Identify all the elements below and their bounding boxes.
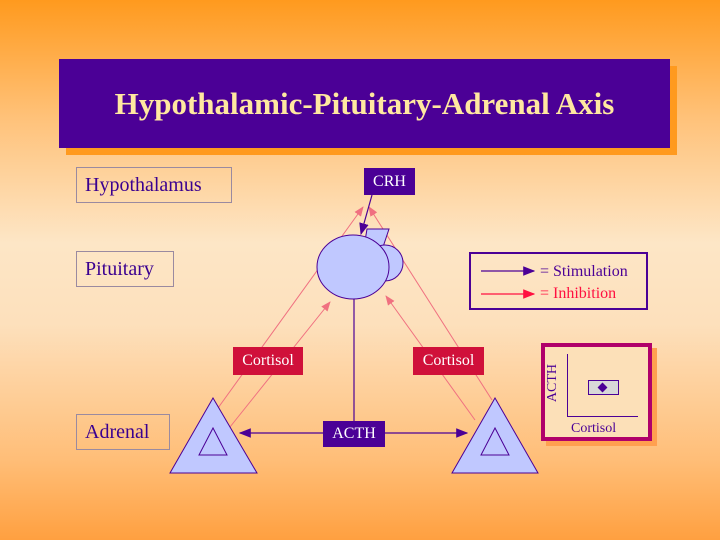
right-adrenal-medulla-icon (480, 426, 510, 456)
anterior-pituitary-icon (316, 234, 390, 300)
adrenal-label: Adrenal (76, 414, 170, 450)
legend-stimulation: = Stimulation (540, 263, 628, 280)
left-adrenal-medulla-icon (198, 426, 228, 456)
cortisol-left-label: Cortisol (233, 347, 303, 375)
legend-inhibition: = Inhibition (540, 285, 617, 302)
hypothalamus-label: Hypothalamus (76, 167, 232, 203)
inset-graph: ACTH Cortisol (541, 343, 652, 441)
crh-stimulation-arrow (359, 194, 373, 236)
graph-x-axis (567, 416, 638, 417)
acth-label: ACTH (323, 421, 385, 447)
slide-title: Hypothalamic-Pituitary-Adrenal Axis (59, 59, 670, 148)
graph-y-label: ACTH (545, 363, 560, 403)
graph-y-axis (567, 354, 568, 417)
legend-box: = Stimulation = Inhibition (469, 252, 648, 310)
crh-label: CRH (364, 168, 415, 195)
graph-x-label: Cortisol (571, 421, 617, 436)
cortisol-right-label: Cortisol (413, 347, 484, 375)
pituitary-label: Pituitary (76, 251, 174, 287)
